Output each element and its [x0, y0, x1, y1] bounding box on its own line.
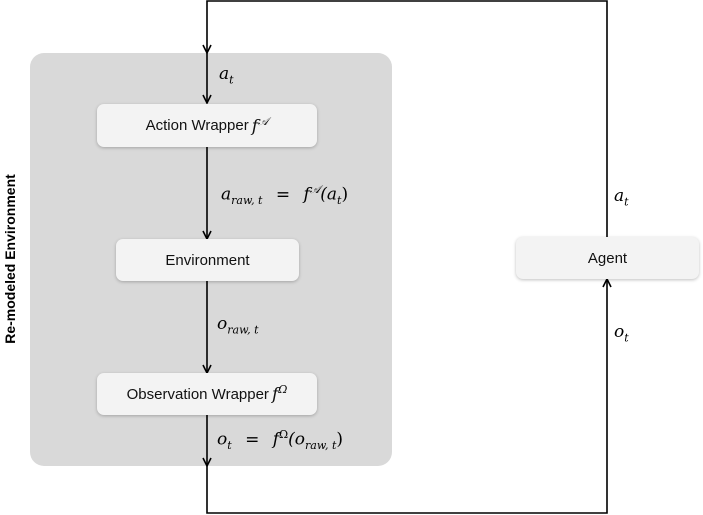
observation-wrapper-label: Observation Wrapper: [126, 385, 269, 403]
observation-wrapper-node: Observation Wrapper fΩ: [97, 373, 317, 415]
action-wrapper-label: Action Wrapper: [145, 117, 249, 134]
action-wrapper-node: Action Wrapper f𝒜: [97, 104, 317, 147]
label-o-t-agent: ot: [614, 322, 629, 345]
label-a-t-agent: at: [614, 186, 629, 209]
label-o-t-equation: ot = fΩ(oraw, t): [217, 428, 344, 453]
action-wrapper-fn: f𝒜: [251, 114, 269, 137]
observation-wrapper-fn: fΩ: [271, 383, 288, 405]
label-o-raw: oraw, t: [217, 314, 259, 337]
label-a-raw-equation: araw, t = f𝒜(at): [221, 183, 349, 208]
agent-node: Agent: [516, 237, 699, 279]
agent-label: Agent: [587, 249, 628, 267]
environment-label: Environment: [165, 251, 250, 269]
edge-observation-to-agent: [206, 279, 607, 514]
edge-agent-to-action-wrapper: [207, 0, 608, 238]
label-a-t-input: at: [219, 64, 234, 87]
environment-node: Environment: [116, 239, 299, 281]
